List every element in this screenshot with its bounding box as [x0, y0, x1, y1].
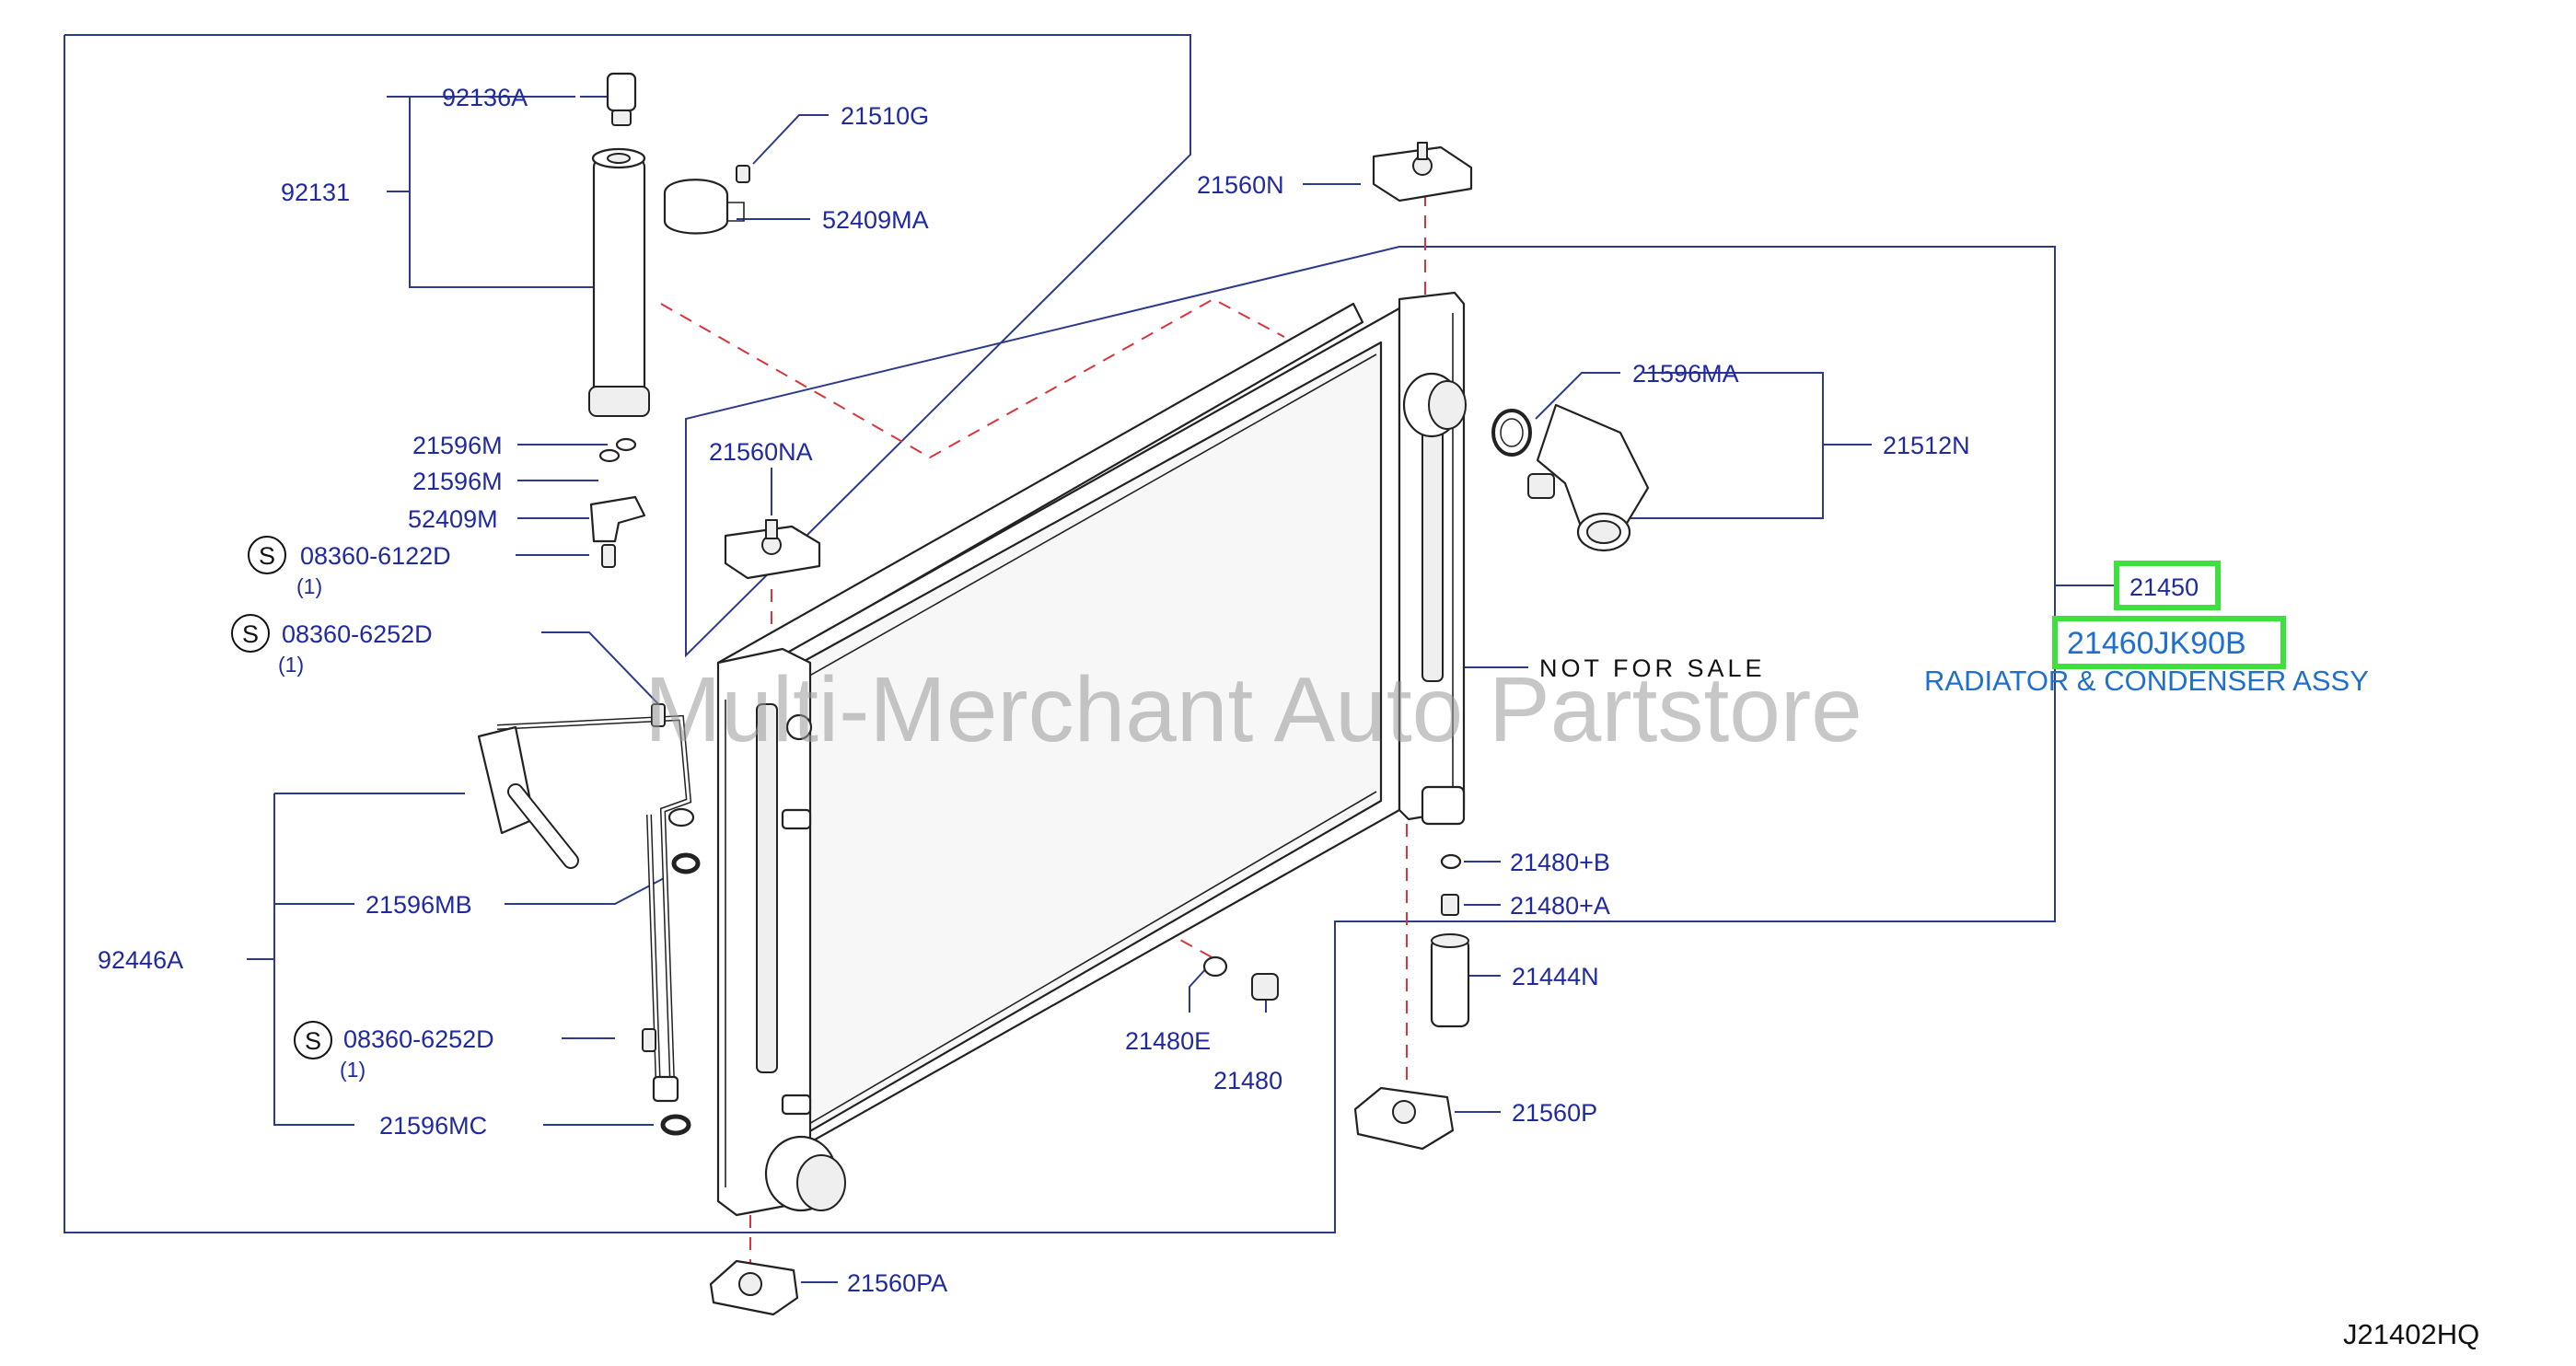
frame-lines [64, 34, 2116, 1283]
not-for-sale-text: NOT FOR SALE [1539, 654, 1766, 682]
assembly-name: RADIATOR & CONDENSER ASSY [1924, 665, 2369, 697]
s-symbol-2 [231, 614, 270, 653]
part-number-21460jk90b[interactable]: 21460JK90B [2067, 626, 2246, 661]
label-21596mc[interactable]: 21596MC [379, 1112, 487, 1140]
s-symbol-3 [294, 1021, 332, 1059]
label-21450[interactable]: 21450 [2129, 573, 2199, 601]
receiver-drier-illustration [588, 72, 750, 568]
label-21560pa[interactable]: 21560PA [847, 1269, 947, 1297]
label-92136a[interactable]: 92136A [442, 84, 528, 111]
label-21560na[interactable]: 21560NA [709, 438, 813, 466]
label-21480[interactable]: 21480 [1213, 1067, 1282, 1094]
hose-illustrations [477, 403, 1650, 1136]
label-08360-6122d[interactable]: 08360-6122D [300, 542, 451, 570]
label-21560n[interactable]: 21560N [1197, 171, 1284, 199]
label-21444n[interactable]: 21444N [1512, 963, 1599, 990]
part-labels: 92136A 92131 21510G 52409MA 21560N 21596… [98, 84, 1970, 1297]
s-symbols: S S S [231, 536, 332, 1059]
label-21596ma[interactable]: 21596MA [1632, 360, 1739, 388]
s-symbol-1 [248, 536, 286, 574]
label-21512n[interactable]: 21512N [1883, 432, 1970, 459]
label-21510g[interactable]: 21510G [841, 102, 929, 130]
label-21480e[interactable]: 21480E [1125, 1027, 1211, 1055]
label-21596m-2[interactable]: 21596M [412, 468, 503, 495]
diagram-code: J21402HQ [2343, 1318, 2479, 1350]
label-08360-6252d-1[interactable]: 08360-6252D [282, 620, 433, 648]
label-qty-1c: (1) [340, 1058, 366, 1082]
label-21596mb[interactable]: 21596MB [366, 891, 472, 919]
label-qty-1a: (1) [296, 574, 322, 598]
label-52409ma[interactable]: 52409MA [822, 206, 929, 234]
s-symbol-text-1: S [259, 542, 275, 570]
label-08360-6252d-2[interactable]: 08360-6252D [343, 1025, 494, 1053]
watermark: Multi-Merchant Auto Partstore [644, 658, 1862, 761]
mount-illustrations [709, 142, 1473, 1316]
label-21480-a[interactable]: 21480+A [1510, 892, 1610, 920]
highlight-box-part-number [2052, 616, 2286, 669]
s-symbol-text-3: S [305, 1027, 321, 1055]
s-symbol-text-2: S [242, 620, 259, 648]
label-21560p[interactable]: 21560P [1512, 1099, 1597, 1127]
label-92446a[interactable]: 92446A [98, 946, 183, 974]
radiator-core-illustration [716, 291, 1467, 1217]
label-92131[interactable]: 92131 [281, 179, 350, 206]
label-21596m-1[interactable]: 21596M [412, 432, 503, 459]
label-qty-1b: (1) [278, 653, 304, 677]
label-52409m[interactable]: 52409M [408, 505, 498, 533]
label-21480-b[interactable]: 21480+B [1510, 849, 1610, 876]
highlight-box-21450 [2114, 561, 2221, 610]
